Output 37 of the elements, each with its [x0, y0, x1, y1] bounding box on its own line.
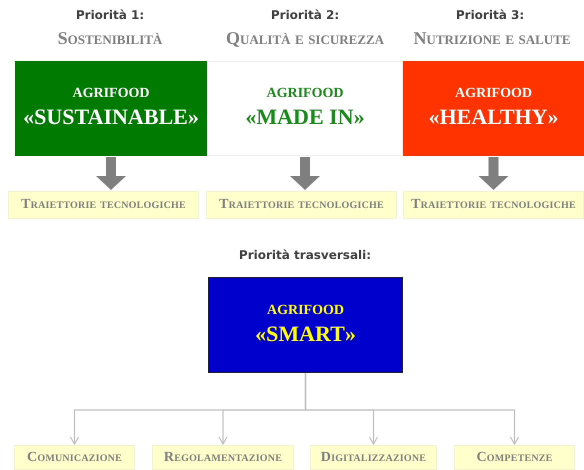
topic-box	[8, 191, 199, 219]
topic-box	[403, 191, 584, 219]
topic-label: Traiettorie tecnologiche	[411, 197, 576, 213]
priority-box	[207, 61, 403, 156]
priority-heading: Qualità e sicurezza	[224, 28, 386, 49]
topic-label: Traiettorie tecnologiche	[219, 197, 384, 213]
topic-box	[454, 445, 575, 470]
priority-box	[15, 61, 207, 156]
topic-box	[152, 445, 294, 470]
priority-label: Priorità 3:	[454, 8, 526, 22]
box-title: «MADE IN»	[245, 103, 365, 131]
box-subtitle: AGRIFOOD	[72, 86, 150, 104]
box-subtitle: AGRIFOOD	[455, 86, 532, 104]
box-title: «SMART»	[255, 320, 356, 348]
box-title: «HEALTHY»	[428, 103, 558, 131]
priority-label: Priorità 2:	[270, 8, 340, 22]
topic-label: Competenze	[476, 450, 552, 466]
priority-heading: Nutrizione e salute	[412, 28, 572, 49]
block-arrow	[290, 157, 320, 190]
priority-label: Priorità 1:	[74, 8, 146, 22]
topic-box	[14, 445, 135, 470]
topic-label: Digitalizzazione	[320, 450, 426, 466]
box-subtitle: AGRIFOOD	[266, 86, 344, 104]
topic-box	[206, 191, 397, 219]
block-arrow	[96, 157, 126, 190]
priority-box	[208, 277, 403, 373]
connector-arrow	[304, 373, 520, 445]
priority-label: Priorità trasversali:	[238, 248, 372, 262]
topic-label: Comunicazione	[27, 450, 122, 466]
priority-box	[403, 61, 584, 156]
topic-box	[310, 445, 437, 470]
topic-label: Regolamentazione	[164, 450, 282, 466]
block-arrow	[478, 157, 508, 190]
box-title: «SUSTAINABLE»	[23, 103, 199, 131]
priority-heading: Sostenibilità	[56, 28, 164, 49]
box-subtitle: AGRIFOOD	[267, 302, 344, 320]
topic-label: Traiettorie tecnologiche	[21, 197, 186, 213]
